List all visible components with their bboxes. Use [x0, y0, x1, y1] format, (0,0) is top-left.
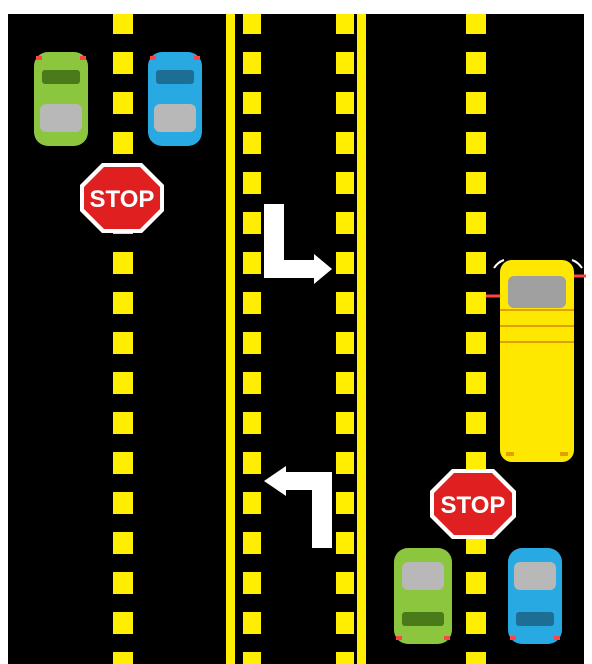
stop-sign-bottom-right: STOP: [430, 469, 516, 539]
lane-divider-right: [466, 14, 486, 664]
median-dashed-line-left: [243, 14, 261, 664]
median-solid-line-right: [357, 14, 366, 664]
blue-car-bottom-right: [508, 548, 562, 644]
stop-sign-text: STOP: [90, 186, 155, 213]
lane-divider-left: [113, 14, 133, 664]
median-solid-line-left: [226, 14, 235, 664]
stop-sign-top-left: STOP: [80, 163, 164, 233]
blue-car-top-left: [148, 52, 202, 146]
stop-sign-text: STOP: [441, 492, 506, 519]
green-car-top-left: [34, 52, 88, 146]
green-car-bottom-right: [394, 548, 452, 644]
school-bus: [486, 260, 586, 462]
median-dashed-line-right: [336, 14, 354, 664]
road-surface: [8, 14, 584, 664]
